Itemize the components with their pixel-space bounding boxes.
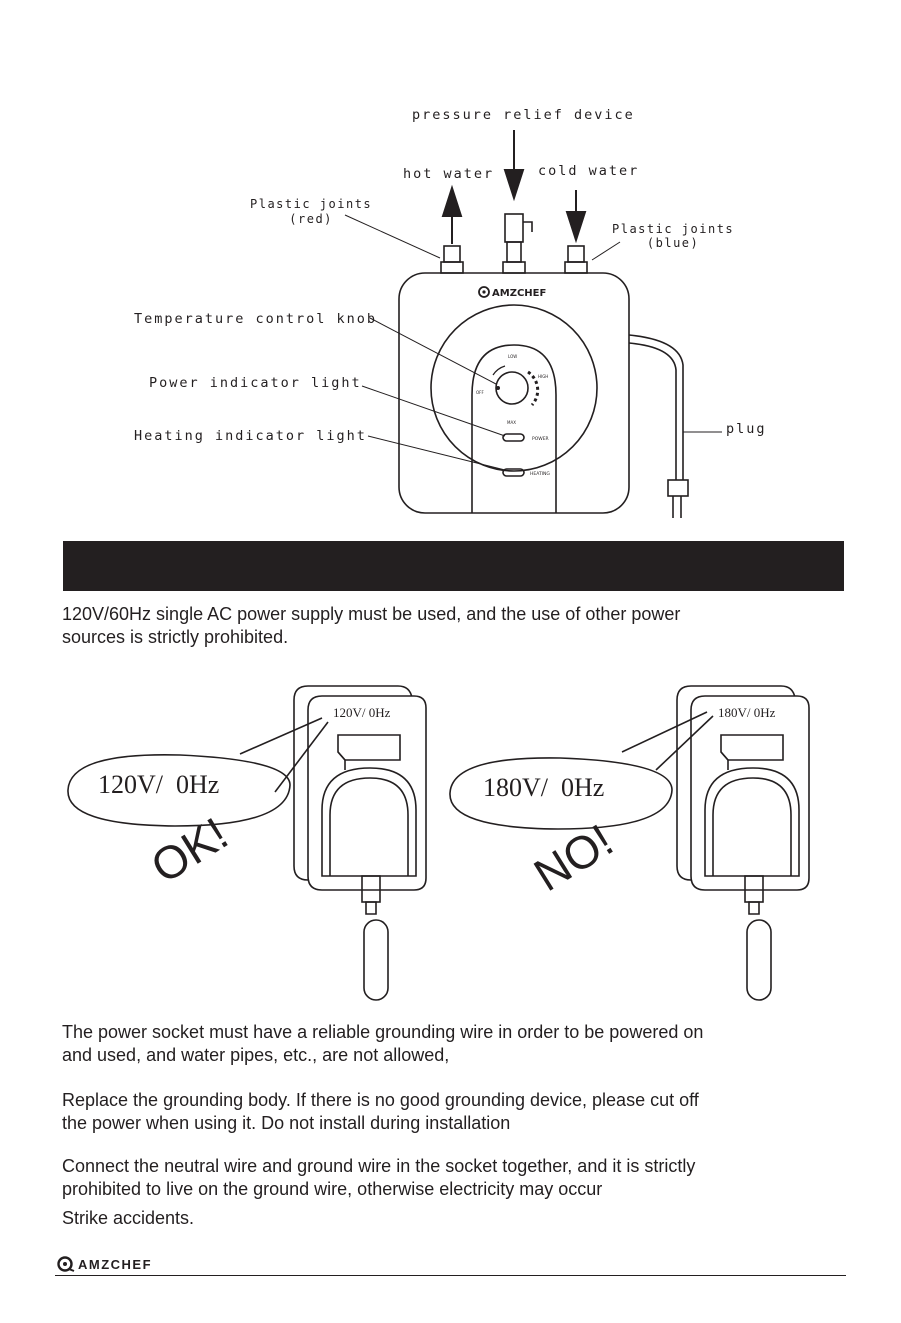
label-cold-water: cold water xyxy=(538,163,640,179)
dial-off: OFF xyxy=(476,390,484,395)
label-power-light: Power indicator light xyxy=(149,375,362,391)
panel-heating: HEATING xyxy=(530,471,550,477)
paragraph-neutral: Connect the neutral wire and ground wire… xyxy=(62,1156,696,1199)
label-hot-water: hot water xyxy=(403,166,495,182)
paragraph-grounding: The power socket must have a reliable gr… xyxy=(62,1022,704,1065)
footer-brand: AMZCHEF xyxy=(78,1257,153,1272)
paragraph-strike: Strike accidents. xyxy=(62,1208,195,1228)
left-bubble-text: 120V/ 0Hz xyxy=(98,770,220,799)
paragraph-replace: Replace the grounding body. If there is … xyxy=(62,1090,699,1133)
socket-illustrations xyxy=(67,685,810,1001)
heater-logo-icon xyxy=(478,286,490,298)
label-temp-knob: Temperature control knob xyxy=(134,311,378,327)
label-plug: plug xyxy=(726,421,767,437)
right-socket-plate: 180V/ 0Hz xyxy=(718,705,776,720)
label-pressure-relief: pressure relief device xyxy=(412,107,635,123)
right-bubble-text: 180V/ 0Hz xyxy=(483,773,605,802)
heater-brand: AMZCHEF xyxy=(492,288,546,299)
left-socket-plate: 120V/ 0Hz xyxy=(333,705,391,720)
section-header-bar xyxy=(63,541,844,591)
dial-low: LOW xyxy=(508,354,517,359)
panel-power: POWER xyxy=(532,436,549,442)
footer-divider xyxy=(55,1275,846,1276)
label-plastic-red: Plastic joints (red) xyxy=(250,197,373,226)
footer-logo-icon xyxy=(57,1256,75,1272)
power-supply-note: 120V/60Hz single AC power supply must be… xyxy=(62,604,681,647)
label-heating-light: Heating indicator light xyxy=(134,428,367,444)
dial-max: MAX xyxy=(507,420,516,425)
label-plastic-blue: Plastic joints (blue) xyxy=(612,222,735,250)
water-heater-diagram: AMZCHEF LOW HIGH MAX OFF POWER HEATING xyxy=(344,130,722,518)
dial-high: HIGH xyxy=(538,374,548,379)
